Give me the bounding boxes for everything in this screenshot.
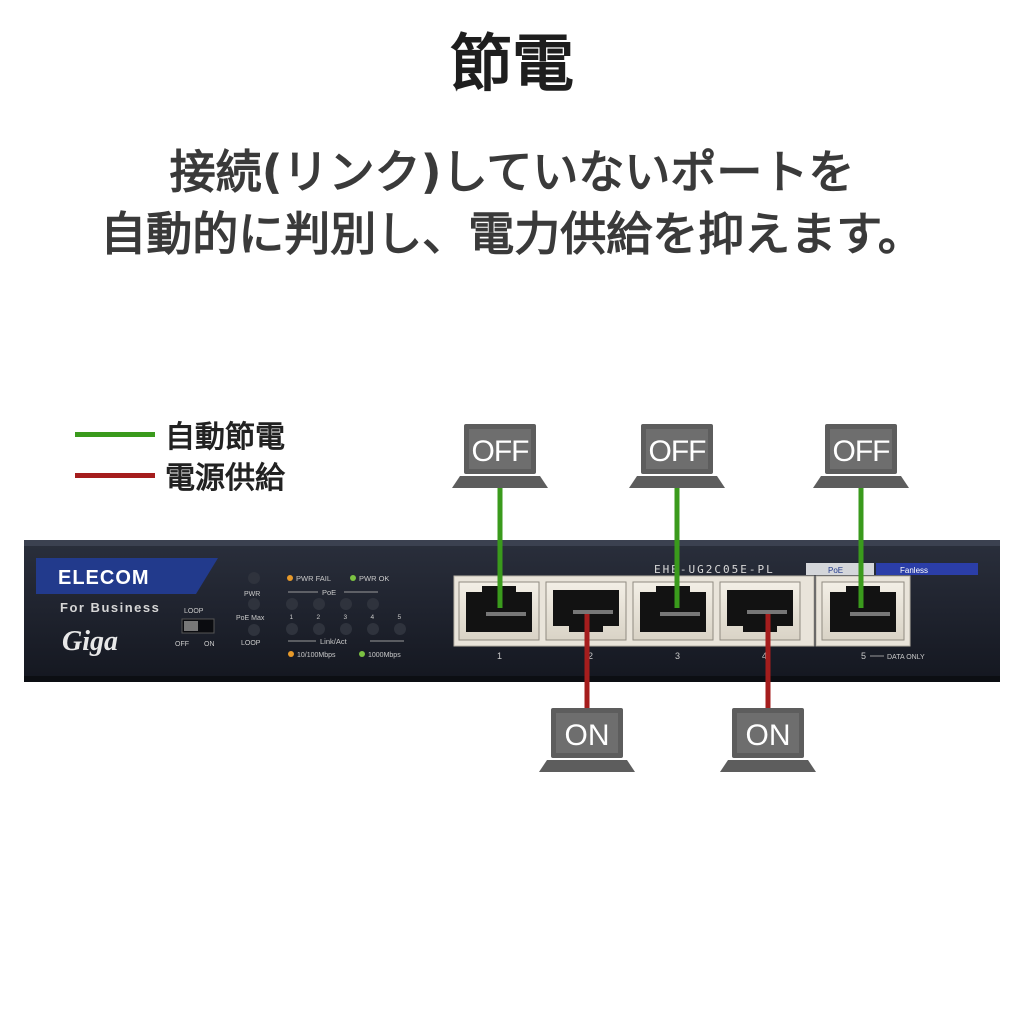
laptop-off-port-1: OFF xyxy=(452,424,548,488)
speed-10-100-label: 10/100Mbps xyxy=(297,652,336,659)
led-number: 5 xyxy=(398,614,402,621)
legend-red-line xyxy=(75,472,155,478)
led-loop xyxy=(248,624,260,636)
fanless-badge xyxy=(876,563,978,575)
subtitle-line-2: 自動的に判別し、電力供給を抑えます。 xyxy=(100,207,924,261)
legend-green-line xyxy=(75,431,155,437)
link-led xyxy=(394,623,406,635)
poe-led xyxy=(340,598,352,610)
speed-10-100-dot xyxy=(288,651,294,657)
ethernet-port-5[interactable] xyxy=(821,581,905,641)
subtitle-line-1: 接続(リンク)していないポートを xyxy=(169,145,855,199)
led-number: 1 xyxy=(290,614,294,621)
port-label-5: 5 xyxy=(861,651,866,661)
switch-top-edge xyxy=(24,540,1000,546)
led-poe-max xyxy=(248,598,260,610)
ethernet-port-1[interactable] xyxy=(458,581,540,641)
laptop-on-port-2: ON xyxy=(539,708,635,772)
link-led xyxy=(340,623,352,635)
link-led xyxy=(367,623,379,635)
page-title: 節電 xyxy=(449,27,574,100)
laptop-status-off: OFF xyxy=(472,435,530,468)
port-label-4: 4 xyxy=(762,651,767,661)
model-number: EHB-UG2C05E-PL xyxy=(654,563,775,576)
brand-tagline: For Business xyxy=(60,600,160,615)
led-loop-label: LOOP xyxy=(241,640,261,647)
led-number: 3 xyxy=(344,614,348,621)
port-number-row: 1 2 3 4 5 xyxy=(497,651,866,661)
legend-power-supply: 電源供給 xyxy=(75,455,285,496)
speed-1000-label: 1000Mbps xyxy=(368,652,401,659)
link-group-label: Link/Act xyxy=(320,637,348,646)
led-number: 2 xyxy=(317,614,321,621)
port-label-3: 3 xyxy=(675,651,680,661)
port-label-2: 2 xyxy=(588,651,593,661)
pwr-ok-label: PWR OK xyxy=(359,574,389,583)
laptop-off-port-3: OFF xyxy=(629,424,725,488)
legend-power-saving: 自動節電 xyxy=(75,414,285,455)
product-logo: Giga xyxy=(62,626,118,657)
laptop-off-port-5: OFF xyxy=(813,424,909,488)
loop-switch-knob[interactable] xyxy=(184,621,198,631)
rj45-jack-icon xyxy=(830,586,896,632)
fanless-badge-text: Fanless xyxy=(900,566,928,575)
rj45-jack-icon xyxy=(466,586,532,632)
pwr-ok-dot xyxy=(350,575,356,581)
laptop-status-on: ON xyxy=(565,719,610,752)
rj45-jack-icon xyxy=(640,586,706,632)
link-led xyxy=(313,623,325,635)
speed-1000-dot xyxy=(359,651,365,657)
poe-badge-text: PoE xyxy=(828,566,843,575)
switch-bottom-edge xyxy=(24,676,1000,682)
legend-power-supply-label: 電源供給 xyxy=(165,461,285,496)
led-number: 4 xyxy=(371,614,375,621)
pwr-fail-label: PWR FAIL xyxy=(296,574,331,583)
loop-switch-on: ON xyxy=(204,641,215,648)
poe-led-row xyxy=(286,598,379,610)
led-pwr xyxy=(248,572,260,584)
link-led-row xyxy=(286,623,406,635)
poe-group-label: PoE xyxy=(322,588,336,597)
data-only-label: DATA ONLY xyxy=(887,654,925,661)
ethernet-port-2[interactable] xyxy=(545,581,627,641)
ethernet-port-4[interactable] xyxy=(719,581,801,641)
port-label-1: 1 xyxy=(497,651,502,661)
laptop-status-on: ON xyxy=(746,719,791,752)
loop-switch-off: OFF xyxy=(175,641,189,648)
brand-banner xyxy=(36,558,218,594)
ethernet-port-3[interactable] xyxy=(632,581,714,641)
led-pwr-label: PWR xyxy=(244,591,260,598)
loop-switch-label: LOOP xyxy=(184,608,204,615)
poe-led xyxy=(367,598,379,610)
led-poe-max-label: PoE Max xyxy=(236,615,265,622)
poe-led xyxy=(286,598,298,610)
laptop-on-port-4: ON xyxy=(720,708,816,772)
laptop-status-off: OFF xyxy=(833,435,891,468)
brand-logo: ELECOM xyxy=(58,567,150,589)
pwr-fail-dot xyxy=(287,575,293,581)
network-switch: ELECOM For Business Giga LOOP OFF ON PWR… xyxy=(24,540,1000,682)
poe-badge xyxy=(806,563,874,575)
laptop-status-off: OFF xyxy=(649,435,707,468)
led-number-row: 1 2 3 4 5 xyxy=(290,614,402,621)
poe-led xyxy=(313,598,325,610)
legend-power-saving-label: 自動節電 xyxy=(165,420,285,455)
link-led xyxy=(286,623,298,635)
